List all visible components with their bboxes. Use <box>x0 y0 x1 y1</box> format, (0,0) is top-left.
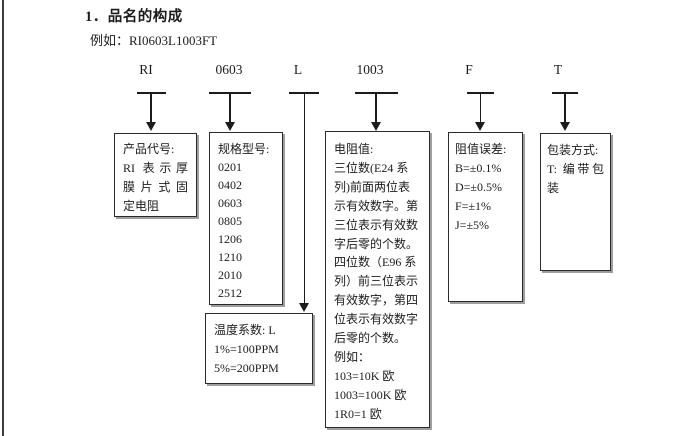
resistance-value-line: 1003=100K 欧 <box>334 387 407 402</box>
spec-model-line: 1210 <box>218 250 242 264</box>
spec-model-line: 0603 <box>218 196 242 210</box>
temp-coefficient-box: 温度系数: L 1%=100PPM 5%=200PPM <box>205 313 313 384</box>
product-code-box: 产品代号: RI 表示厚 膜片式固 定电阻 <box>114 133 197 217</box>
resistance-value-box: 电阻值: 三位数(E24 系 列)前面两位表 示有效数字。第 三位表示有效数 字… <box>325 131 430 428</box>
packaging-arrow-down-head <box>559 122 570 131</box>
tolerance-line: J=±5% <box>455 218 490 232</box>
tolerance-arrow-stem <box>479 92 482 123</box>
section-title: 1．品名的构成 <box>85 9 183 25</box>
code-part-size: 0603 <box>215 62 243 77</box>
packaging-line: 装 <box>547 181 560 195</box>
product-code-line: RI 表示厚 <box>123 161 188 175</box>
code-part-packaging: T <box>553 62 563 77</box>
resistance-value-line: 三位表示有效数 <box>334 217 419 232</box>
spec-model-line: 0201 <box>218 160 242 174</box>
tolerance-arrow-down-head <box>475 122 485 131</box>
resistance-value-line: 1R0=1 欧 <box>334 406 382 421</box>
temp-coefficient-line: 1%=100PPM <box>214 342 279 356</box>
resistance-value-line: 三位数(E24 系 <box>334 160 409 175</box>
code-part-ri: RI <box>139 62 153 77</box>
resistance-value-line: 字后零的个数。 <box>334 236 419 251</box>
example-part-number: 例如：RI0603L1003FT <box>90 33 218 48</box>
size-arrow-stem <box>229 92 231 123</box>
packaging-box: 包装方式: T: 编带包 装 <box>540 133 611 271</box>
spec-model-line: 0805 <box>218 214 242 228</box>
resistance-value-line: 位表示有效数字 <box>334 312 419 327</box>
spec-model-line: 1206 <box>218 232 242 246</box>
packaging-line: T: 编带包 <box>547 162 604 176</box>
tcr-arrow-stem <box>303 92 306 303</box>
code-part-tcr: L <box>293 62 303 77</box>
resistance-value-line: 有效数字，第四 <box>334 293 419 308</box>
tolerance-line: D=±0.5% <box>455 180 503 194</box>
product-code-line: 膜片式固 <box>123 180 188 194</box>
tolerance-line: B=±0.1% <box>455 161 502 175</box>
tcr-arrow-down-head <box>299 303 309 312</box>
resistance-value-line: 例如： <box>334 349 371 364</box>
temp-coefficient-box-title: 温度系数: L <box>214 323 276 337</box>
product-code-box-title: 产品代号: <box>123 142 175 156</box>
resistance-value-box-title: 电阻值: <box>334 142 374 156</box>
ri-arrow-down-head <box>145 122 156 131</box>
code-part-tolerance: F <box>465 62 473 77</box>
resistance-value-line: 四位数（E96 系 <box>334 255 417 270</box>
packaging-arrow-stem <box>564 92 566 123</box>
resistance-value-line: 列)前面两位表 <box>334 179 410 194</box>
spec-model-line: 2512 <box>218 286 242 300</box>
page-left-edge-line <box>2 0 4 436</box>
resistance-value-line: 后零的个数。 <box>334 331 407 346</box>
tolerance-line: F=±1% <box>455 199 492 213</box>
resistance-value-line: 列）前三位表示 <box>334 274 419 289</box>
spec-model-box-title: 规格型号: <box>218 142 270 156</box>
ri-arrow-stem <box>150 92 152 123</box>
resistance-arrow-stem <box>375 92 377 123</box>
temp-coefficient-line: 5%=200PPM <box>214 361 279 375</box>
packaging-box-title: 包装方式: <box>547 143 599 157</box>
spec-model-line: 0402 <box>218 178 242 192</box>
spec-model-line: 2010 <box>218 268 242 282</box>
resistance-arrow-down-head <box>370 122 381 131</box>
resistance-value-line: 示有效数字。第 <box>334 198 419 213</box>
spec-model-box: 规格型号: 0201 0402 0603 0805 1206 1210 2010… <box>209 132 283 305</box>
tolerance-box-title: 阻值误差: <box>455 142 507 156</box>
code-part-resistance: 1003 <box>356 62 384 77</box>
resistance-value-line: 103=10K 欧 <box>334 368 395 383</box>
tolerance-box: 阻值误差: B=±0.1% D=±0.5% F=±1% J=±5% <box>448 132 523 302</box>
size-arrow-down-head <box>224 122 235 131</box>
product-code-line: 定电阻 <box>123 199 160 213</box>
